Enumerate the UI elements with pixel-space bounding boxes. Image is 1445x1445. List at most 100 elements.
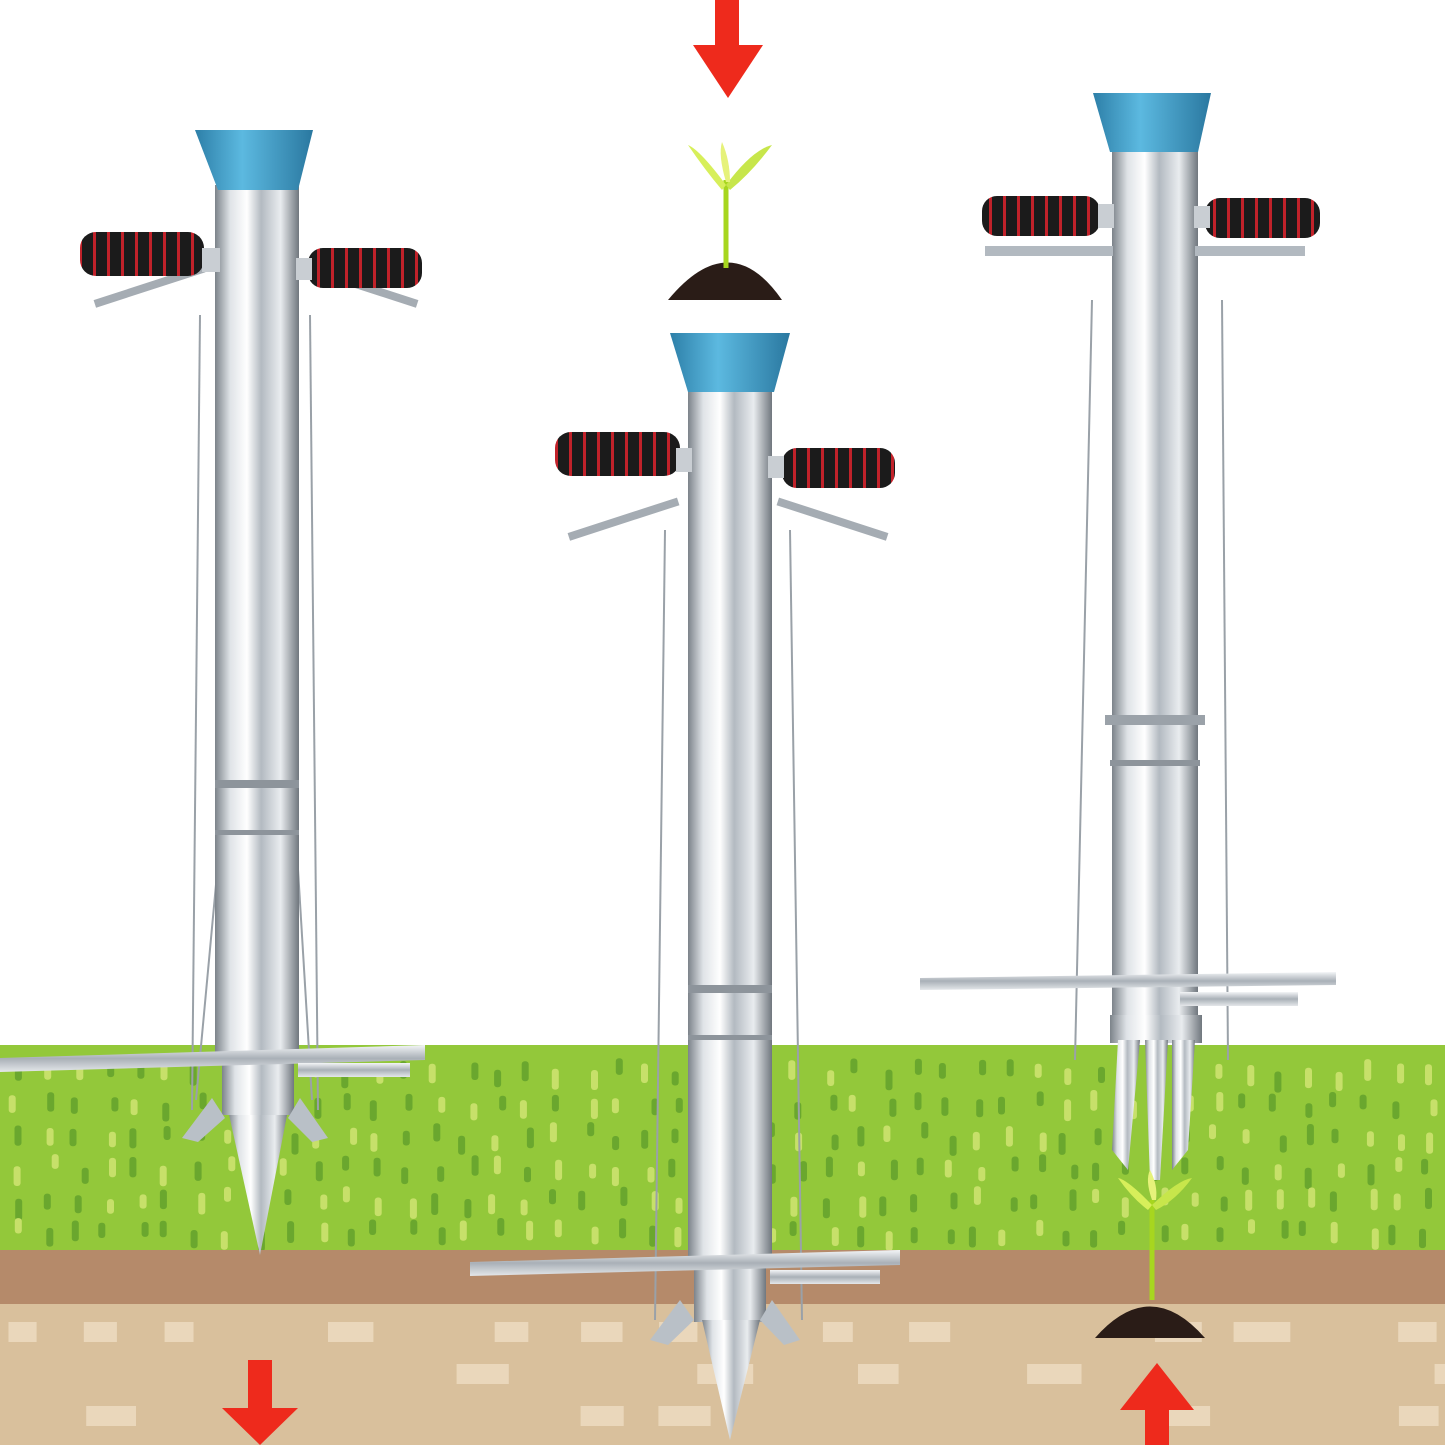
arrow-up-right-icon — [1120, 1363, 1194, 1445]
handle-left-grip[interactable] — [555, 432, 680, 476]
soil-block — [164, 1322, 194, 1342]
grass-dash — [74, 1195, 82, 1214]
grass-dash — [1030, 1194, 1038, 1210]
grass-dash — [822, 1198, 830, 1219]
grass-dash — [830, 1094, 838, 1111]
grass-dash — [979, 1059, 987, 1076]
grass-dash — [428, 1063, 436, 1084]
grass-dash — [107, 1199, 114, 1214]
grass-dash — [947, 1229, 955, 1245]
grass-dash — [612, 1136, 620, 1151]
grass-dash — [885, 1231, 893, 1251]
grass-dash — [162, 1102, 170, 1122]
grass-dash — [130, 1099, 138, 1116]
grass-dash — [370, 1133, 378, 1152]
grass-dash — [879, 1196, 887, 1217]
grass-dash — [1242, 1129, 1250, 1144]
grass-dash — [47, 1092, 55, 1112]
grass-dash — [591, 1070, 598, 1090]
grass-dash — [1071, 1164, 1079, 1180]
grass-dash — [1215, 1063, 1223, 1079]
grass-dash — [1305, 1067, 1312, 1089]
soil-block — [581, 1322, 623, 1342]
grass-dash — [320, 1194, 328, 1210]
grass-dash — [291, 1133, 299, 1155]
grass-dash — [493, 1155, 501, 1175]
grass-dash — [1247, 1065, 1255, 1087]
grass-dash — [433, 1123, 441, 1142]
grass-dash — [976, 1099, 984, 1118]
handle-right-grip[interactable] — [308, 248, 422, 288]
grass-dash — [1268, 1093, 1276, 1112]
funnel-cap[interactable] — [670, 333, 790, 392]
grass-dash — [1121, 1197, 1129, 1218]
grass-dash — [941, 1097, 949, 1116]
grass-dash — [651, 1191, 659, 1211]
grass-dash — [1209, 1124, 1216, 1140]
soil-block — [456, 1364, 509, 1384]
arrow-down-left-icon — [222, 1360, 298, 1445]
grass-dash — [1330, 1221, 1338, 1244]
soil-block — [1233, 1322, 1291, 1342]
grass-dash — [944, 1159, 952, 1178]
funnel-cap[interactable] — [1093, 93, 1211, 152]
funnel-cap[interactable] — [195, 130, 313, 190]
grass-dash — [342, 1155, 350, 1171]
soil-block — [494, 1322, 529, 1342]
grass-dash — [671, 1128, 679, 1144]
grass-dash — [111, 1097, 119, 1112]
grass-dash — [1181, 1157, 1189, 1175]
soil-blocks — [8, 1322, 1445, 1426]
grass-dash — [1118, 1220, 1126, 1235]
grass-dash — [470, 1103, 478, 1121]
grass-dash — [857, 1226, 865, 1248]
grass-dash — [438, 1096, 446, 1113]
grass-dash — [464, 1199, 472, 1219]
grass-dash — [14, 1218, 22, 1234]
grass-dash — [914, 1092, 922, 1111]
grass-dash — [1161, 1225, 1169, 1243]
handle-right-grip[interactable] — [1205, 198, 1320, 238]
grass-dash — [159, 1189, 167, 1210]
grass-dash — [857, 1126, 865, 1147]
grass-dash — [549, 1122, 557, 1143]
grass-dash — [998, 1096, 1005, 1115]
grass-dash — [497, 1218, 505, 1236]
grass-dash — [1279, 1135, 1287, 1153]
grass-dash — [491, 1135, 499, 1152]
grass-dash — [369, 1219, 377, 1235]
grass-dash — [410, 1219, 418, 1235]
grass-dash — [885, 1069, 893, 1091]
grass-dash — [1098, 1066, 1105, 1083]
grass-dash — [1421, 1158, 1429, 1175]
grass-dash — [1298, 1220, 1306, 1236]
planter-tool-1 — [0, 130, 425, 1255]
grass-dash — [1367, 1164, 1375, 1186]
grass-dash — [916, 1157, 924, 1176]
handle-left-grip[interactable] — [80, 232, 204, 276]
handle-left-grip[interactable] — [982, 196, 1100, 236]
grass-dash — [1426, 1132, 1434, 1154]
soil-block — [822, 1322, 853, 1342]
grass-dash — [321, 1222, 329, 1243]
grass-dash — [1276, 1189, 1284, 1210]
grass-dash — [1036, 1091, 1044, 1107]
soil-block — [1398, 1322, 1437, 1342]
grass-dash — [1064, 1099, 1072, 1122]
grass-dash — [521, 1061, 529, 1082]
grass-dash — [8, 1095, 16, 1113]
grass-dash — [347, 1228, 355, 1247]
grass-dash — [674, 1227, 682, 1248]
grass-dash — [1181, 1223, 1189, 1241]
grass-dash — [431, 1193, 439, 1215]
grass-dash — [343, 1093, 351, 1111]
grass-dash — [224, 1186, 231, 1202]
grass-dash — [1248, 1219, 1255, 1234]
grass-dash — [668, 1158, 676, 1178]
grass-dash — [499, 1095, 507, 1111]
grass-dash — [587, 1122, 595, 1137]
grass-dash — [198, 1192, 206, 1215]
grass-dash — [591, 1226, 599, 1245]
handle-right-grip[interactable] — [782, 448, 895, 488]
